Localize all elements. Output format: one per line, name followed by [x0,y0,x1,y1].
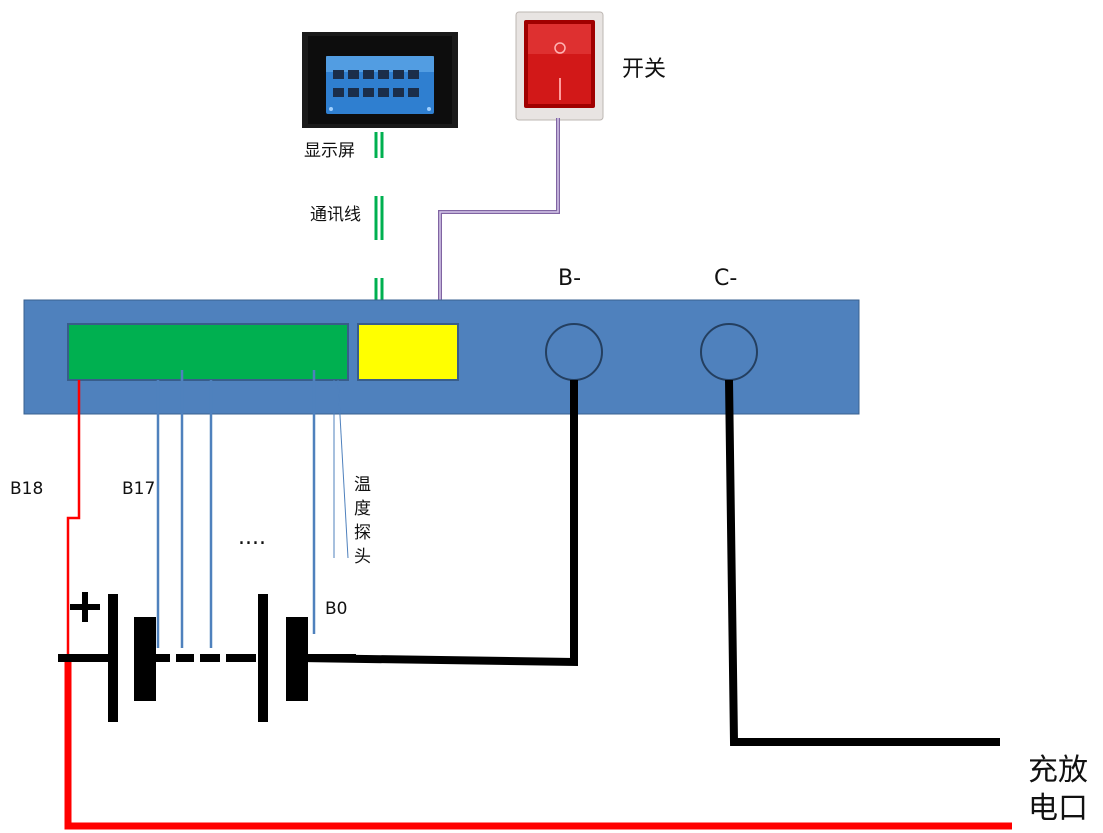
temp-probe-char-4: 头 [354,547,371,567]
c-minus-terminal [700,323,758,381]
b-minus-label: B- [558,266,581,291]
c-minus-label: C- [714,266,737,291]
comm-wire [374,132,384,324]
temp-probe-char-1: 温 [354,475,371,495]
temp-probe-char-2: 度 [354,499,371,519]
c-minus-wire [725,379,1000,746]
sense-wires [156,370,316,648]
b0-label: B0 [325,599,347,619]
charge-port-label-line1: 充放 [1028,753,1088,788]
temp-probe-char-3: 探 [354,523,371,543]
charge-port-label-line2: 电口 [1028,791,1088,826]
display-screen-label: 显示屏 [304,141,355,161]
temperature-probe-label: 温 度 探 头 [354,475,371,567]
b-minus-wire [299,380,578,667]
b18-label: B18 [10,479,43,499]
b18-sense-wire [66,380,81,660]
b17-label: B17 [122,479,155,499]
comm-line-label: 通讯线 [310,205,361,225]
temperature-probe-wire [333,379,349,559]
switch-wire [438,118,560,324]
positive-main-wire [64,660,1012,830]
battery-cell-symbol [58,592,356,722]
ellipsis-label: .... [238,525,266,550]
comm-port [357,323,459,381]
sampling-connector [67,323,349,381]
switch-label: 开关 [622,57,666,82]
rocker-switch-icon [515,11,604,121]
b-minus-terminal [545,323,603,381]
display-screen-icon [302,32,458,128]
